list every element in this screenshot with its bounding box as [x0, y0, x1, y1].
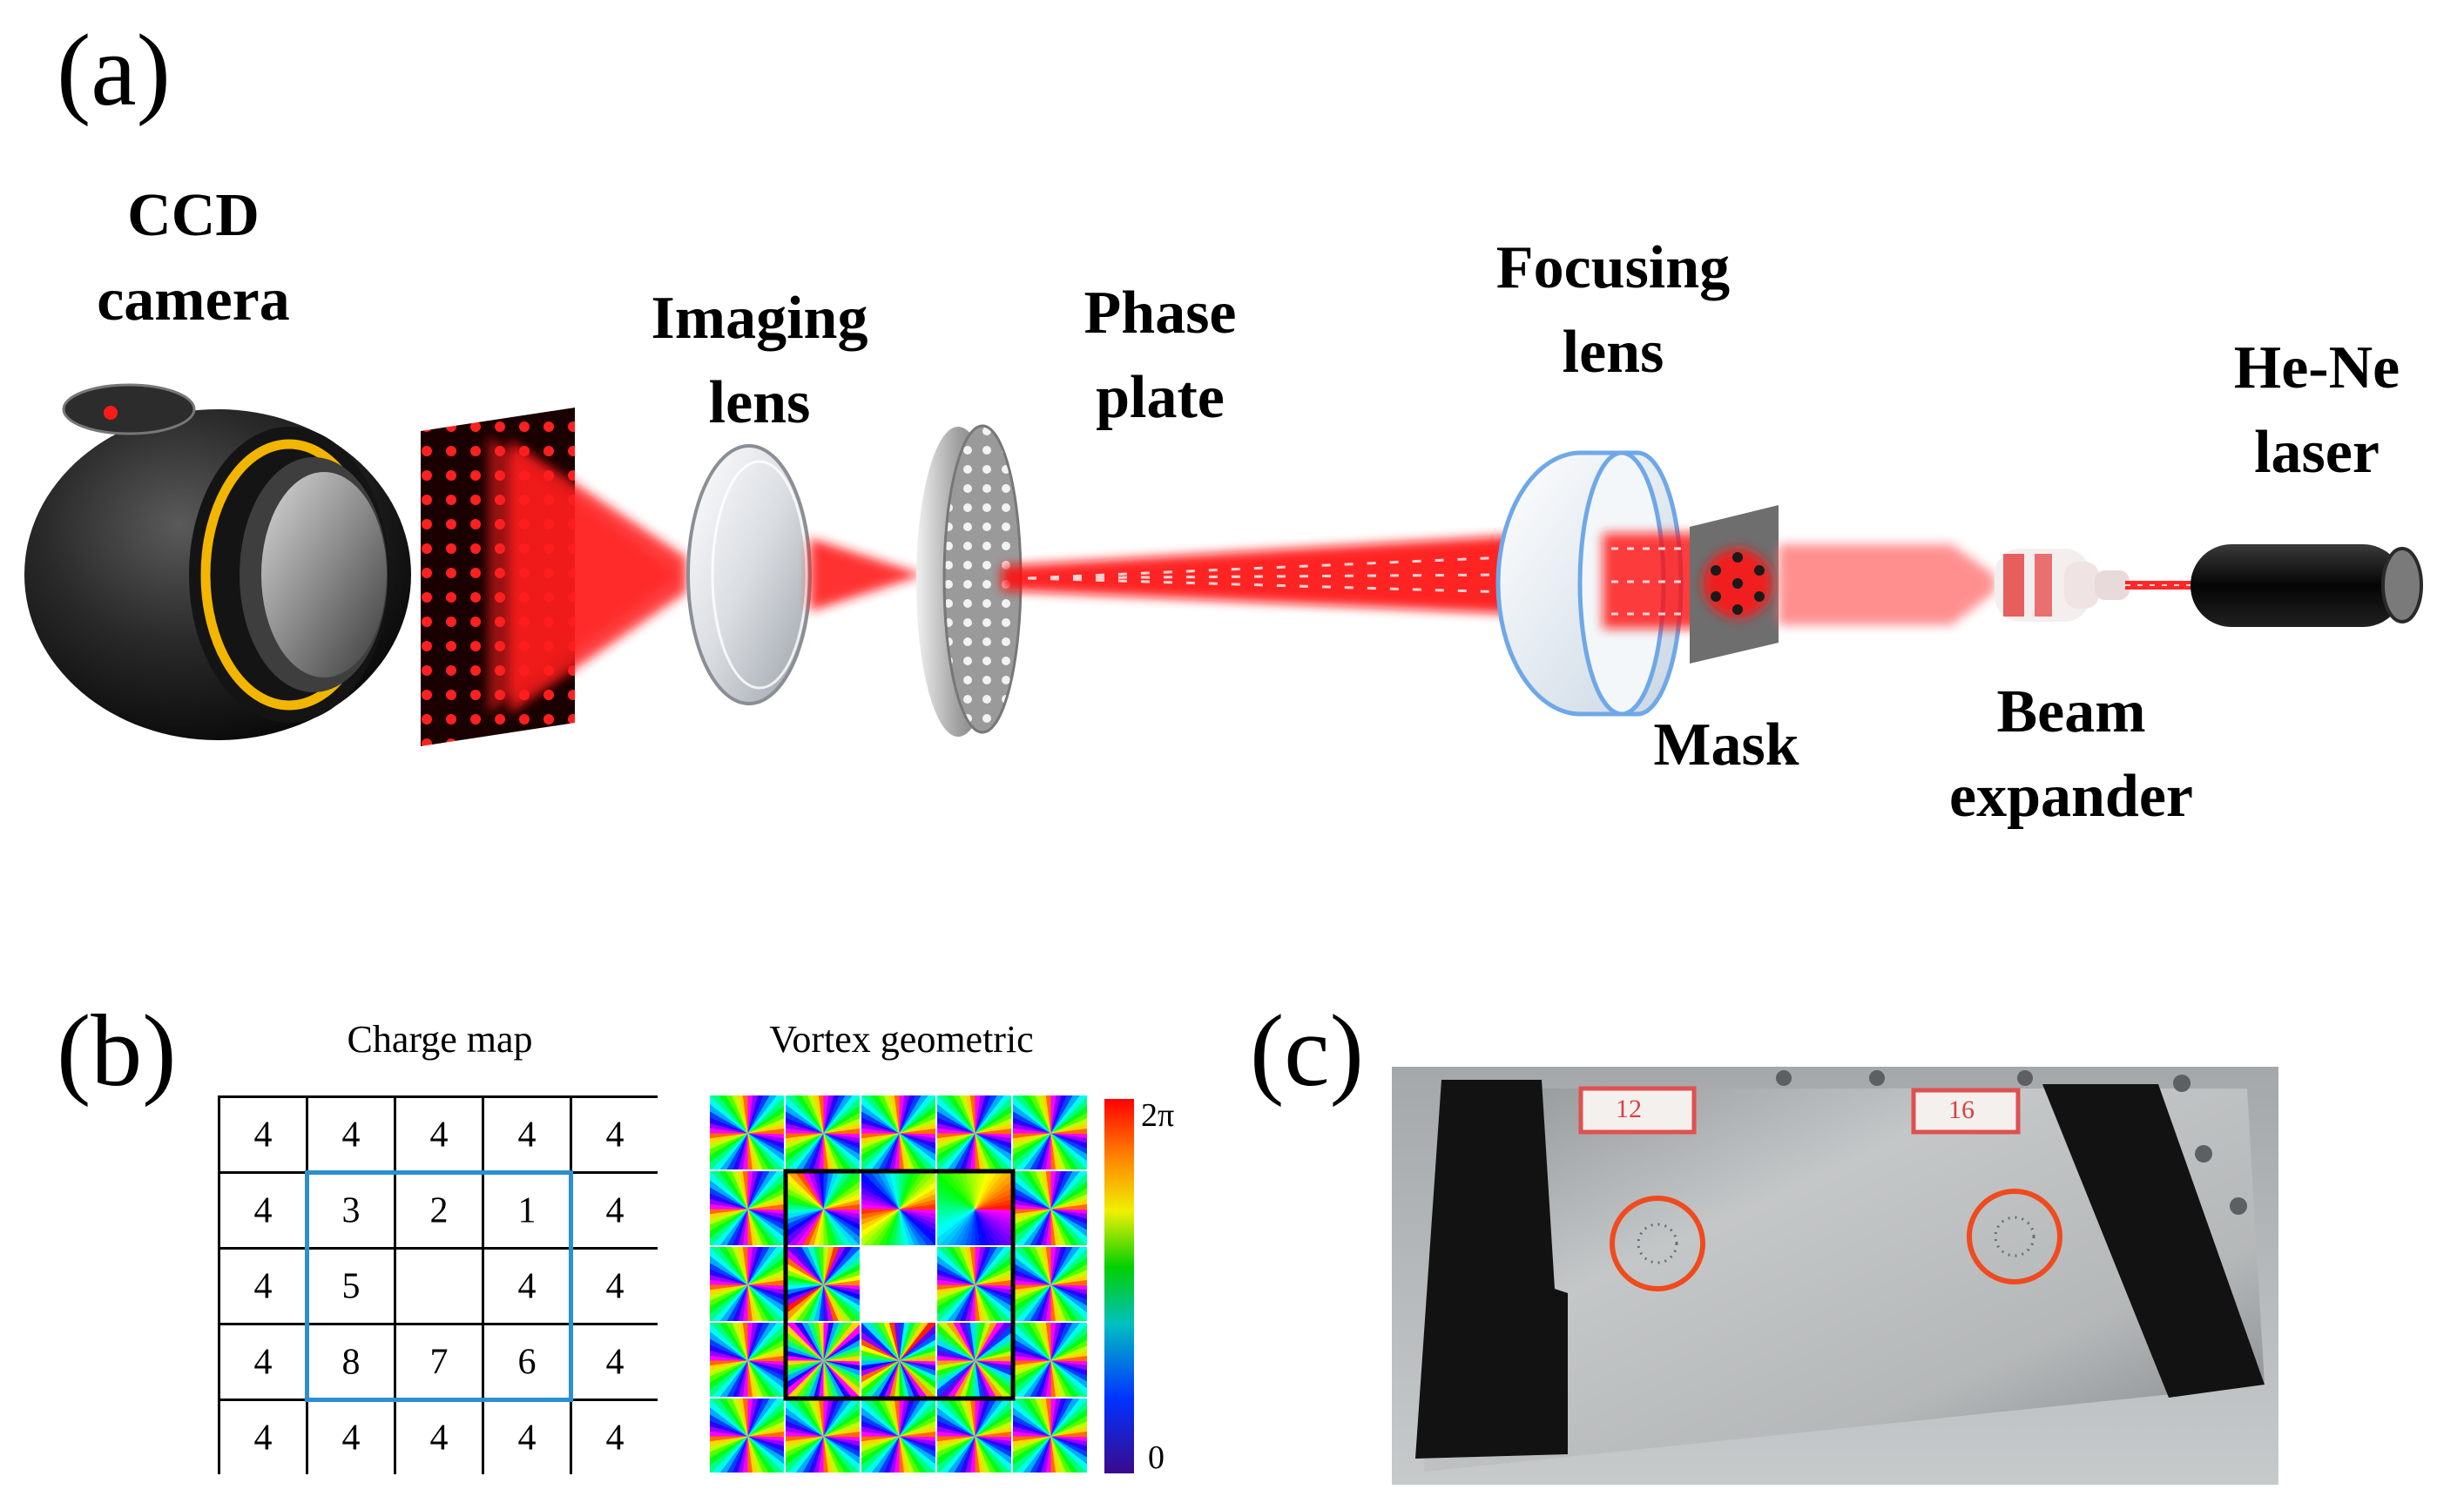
sample-circle-left	[1610, 1196, 1705, 1291]
charge-cell	[394, 1095, 484, 1174]
charge-cell	[306, 1247, 396, 1325]
vortex-cell	[937, 1323, 1011, 1397]
inner-ring-frame	[783, 1169, 1016, 1401]
charge-cell	[306, 1095, 396, 1174]
charge-value: 4	[430, 1419, 449, 1459]
panel-b-label: (b)	[57, 994, 177, 1108]
charge-cell	[570, 1323, 660, 1401]
mask-icon	[1690, 505, 1779, 664]
vortex-cell	[861, 1171, 935, 1245]
charge-value: 4	[254, 1115, 273, 1156]
vortex-cell	[1013, 1171, 1087, 1245]
phase-colorbar	[1104, 1099, 1134, 1473]
charge-value: 3	[342, 1191, 361, 1231]
tag-label-12: 12	[1616, 1095, 1642, 1123]
vortex-cell	[937, 1399, 1011, 1473]
charge-cell	[394, 1399, 484, 1477]
charge-map-grid: 4 4 4 4 4 4 3 2 1 4 4 5 4 4 4 8 7 6 4 4 4 4 4 4	[218, 1095, 660, 1477]
charge-cell	[570, 1247, 660, 1325]
charge-value: 7	[430, 1343, 449, 1383]
vortex-cell	[786, 1171, 860, 1245]
charge-value: 4	[254, 1191, 273, 1231]
colorbar-max-label: 2π	[1141, 1097, 1175, 1134]
beam-expander-icon	[1995, 549, 2130, 622]
charge-value: 1	[518, 1191, 537, 1231]
charge-value: 4	[518, 1419, 537, 1459]
charge-cell	[482, 1323, 572, 1401]
vortex-cell	[786, 1095, 860, 1169]
charge-value: 4	[254, 1267, 273, 1307]
ccd-camera-icon	[24, 383, 411, 740]
vortex-cell	[1013, 1247, 1087, 1321]
vortex-cell	[1013, 1323, 1087, 1397]
charge-value: 4	[606, 1191, 624, 1231]
charge-map-title: Charge map	[347, 1018, 533, 1061]
charge-cell	[570, 1171, 660, 1250]
beam-expanded	[1779, 544, 1995, 625]
inner-ring-highlight	[305, 1170, 573, 1402]
vortex-cell	[937, 1247, 1011, 1321]
beam-converging-to-screen	[510, 440, 686, 714]
charge-value: 6	[518, 1343, 537, 1383]
charge-value: 4	[342, 1115, 361, 1156]
vortex-cell	[861, 1399, 935, 1473]
vortex-cell	[861, 1323, 935, 1397]
charge-value: 4	[518, 1115, 537, 1156]
vortex-cell	[937, 1095, 1011, 1169]
beam-lens-to-plate	[810, 538, 923, 611]
optical-setup-diagram	[24, 383, 2423, 746]
he-ne-laser-icon	[2191, 544, 2423, 627]
charge-cell	[482, 1247, 572, 1325]
phase-plate-icon	[916, 424, 1023, 737]
sample-circle-right	[1967, 1189, 2062, 1284]
vortex-cell	[861, 1095, 935, 1169]
mask-label: Mask	[1653, 711, 1799, 778]
vortex-cell	[710, 1171, 784, 1245]
vortex-cell	[786, 1323, 860, 1397]
charge-value: 4	[606, 1115, 624, 1156]
vortex-cell	[710, 1095, 784, 1169]
charge-value: 2	[430, 1191, 449, 1231]
charge-value: 4	[342, 1419, 361, 1459]
vortex-cell	[710, 1399, 784, 1473]
charge-value: 4	[606, 1267, 624, 1307]
vortex-cell	[710, 1247, 784, 1321]
charge-cell	[306, 1323, 396, 1401]
vortex-cell	[861, 1247, 937, 1323]
charge-value: 4	[430, 1115, 449, 1156]
vortex-cell	[786, 1247, 860, 1321]
black-tape-left	[1415, 1080, 1568, 1459]
charge-cell	[218, 1323, 308, 1401]
charge-value: 4	[606, 1419, 624, 1459]
charge-value: 4	[518, 1267, 537, 1307]
colorbar-min-label: 0	[1148, 1439, 1164, 1476]
charge-value: 8	[342, 1343, 361, 1383]
black-tape-right	[2042, 1084, 2265, 1398]
charge-map-svg: 4 4 4 4 4 4 3 2 1 4 4 5 4 4 4 8 7 6 4 4 4 4 4 4	[218, 1095, 660, 1477]
vortex-cell	[710, 1323, 784, 1397]
beam-plate-to-focusing-lens	[1002, 536, 1516, 614]
tag-label-16: 16	[1948, 1095, 1975, 1124]
charge-value: 4	[254, 1419, 273, 1459]
charge-value: 4	[254, 1343, 273, 1383]
charge-cell	[482, 1095, 572, 1174]
charge-cell	[482, 1399, 572, 1477]
charge-value: 4	[606, 1343, 624, 1383]
vortex-geometric-title: Vortex geometric	[769, 1018, 1034, 1061]
charge-value: 5	[342, 1267, 361, 1307]
panel-a-label: (a)	[57, 13, 171, 127]
vortex-cell	[937, 1171, 1011, 1245]
vortex-cell	[1013, 1399, 1087, 1473]
vortex-cell	[786, 1399, 860, 1473]
panel-c-label: (c)	[1250, 994, 1364, 1108]
vortex-cell	[1013, 1095, 1087, 1169]
